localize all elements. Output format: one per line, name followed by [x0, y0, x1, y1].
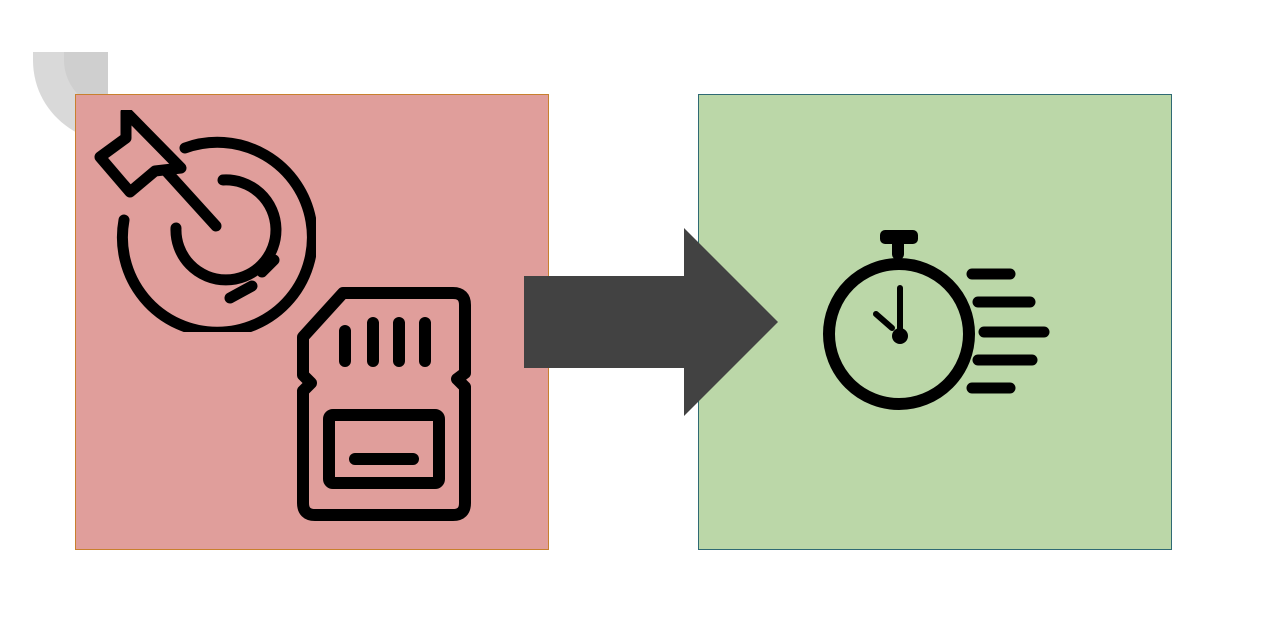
stopwatch-icon: [823, 230, 1050, 410]
target-icon: [94, 110, 316, 332]
sd-card-icon: [297, 287, 471, 521]
right-arrow-icon: [524, 228, 778, 416]
